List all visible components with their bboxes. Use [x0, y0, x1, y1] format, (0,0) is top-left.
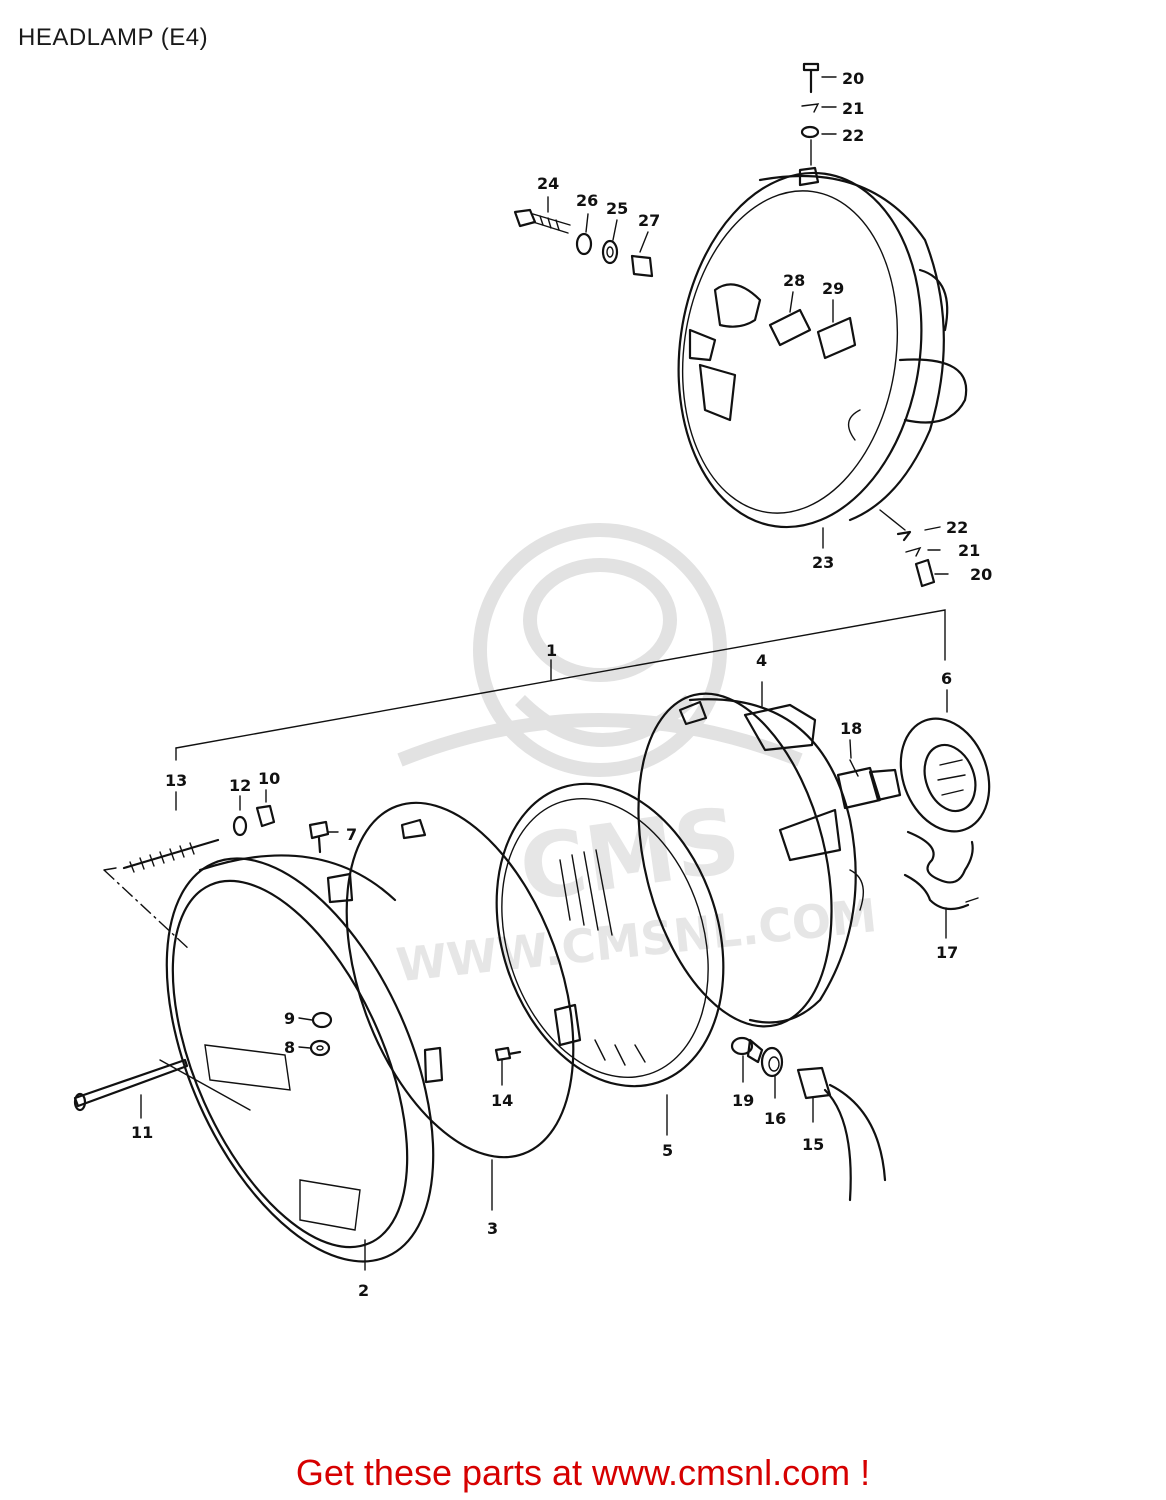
rim-screws — [308, 820, 333, 1057]
headlamp-rim — [159, 854, 435, 1263]
part-label-18: 18 — [840, 719, 862, 738]
position-lamp-set — [730, 1036, 887, 1202]
part-label-28: 28 — [783, 271, 805, 290]
part-label-24: 24 — [537, 174, 559, 193]
part-label-8: 8 — [284, 1038, 295, 1057]
part-label-6: 6 — [941, 669, 952, 688]
part-label-20-bottom: 20 — [970, 565, 992, 584]
part-label-7: 7 — [346, 825, 357, 844]
headlamp-lens — [495, 782, 725, 1088]
part-label-3: 3 — [487, 1219, 498, 1238]
part-label-9: 9 — [284, 1009, 295, 1028]
part-label-29: 29 — [822, 279, 844, 298]
headlamp-housing — [677, 166, 968, 529]
part-label-22-bottom: 22 — [946, 518, 968, 537]
leader-lines — [140, 76, 949, 1271]
adjuster-spring — [122, 804, 276, 873]
part-label-21-bottom: 21 — [958, 541, 980, 560]
part-label-4: 4 — [756, 651, 767, 670]
assembly-bracket-lines — [103, 609, 946, 951]
part-label-13: 13 — [165, 771, 187, 790]
headlamp-reflector — [637, 692, 864, 1028]
part-label-5: 5 — [662, 1141, 673, 1160]
part-label-2: 2 — [358, 1281, 369, 1300]
part-label-22-top: 22 — [842, 126, 864, 145]
rim-pin — [73, 1058, 189, 1112]
housing-bolt-set — [513, 208, 654, 278]
watermark-logo: CMS WWW.CMSNL.COM — [394, 523, 879, 992]
headlamp-bulb — [836, 759, 902, 810]
part-label-11: 11 — [131, 1123, 153, 1142]
part-label-25: 25 — [606, 199, 628, 218]
part-label-26: 26 — [576, 191, 598, 210]
inner-rim — [326, 801, 582, 1159]
part-label-17: 17 — [936, 943, 958, 962]
part-label-19: 19 — [732, 1091, 754, 1110]
part-label-20-top: 20 — [842, 69, 864, 88]
part-label-10: 10 — [258, 769, 280, 788]
part-label-27: 27 — [638, 211, 660, 230]
lens-screw — [494, 1046, 522, 1062]
part-label-15: 15 — [802, 1135, 824, 1154]
bulb-socket-cover — [899, 717, 991, 833]
get-parts-link[interactable]: Get these parts at www.cmsnl.com ! — [295, 1452, 871, 1493]
part-label-23: 23 — [812, 553, 834, 572]
page-title: HEADLAMP (E4) — [18, 24, 209, 51]
part-label-1: 1 — [546, 641, 557, 660]
bulb-wire — [903, 830, 979, 911]
part-label-21-top: 21 — [842, 99, 864, 118]
mounting-screws — [800, 62, 936, 588]
part-label-16: 16 — [764, 1109, 786, 1128]
part-label-14: 14 — [491, 1091, 513, 1110]
part-number-labels: 20 21 22 24 26 25 27 28 29 22 21 20 23 1… — [131, 69, 992, 1300]
part-label-12: 12 — [229, 776, 251, 795]
